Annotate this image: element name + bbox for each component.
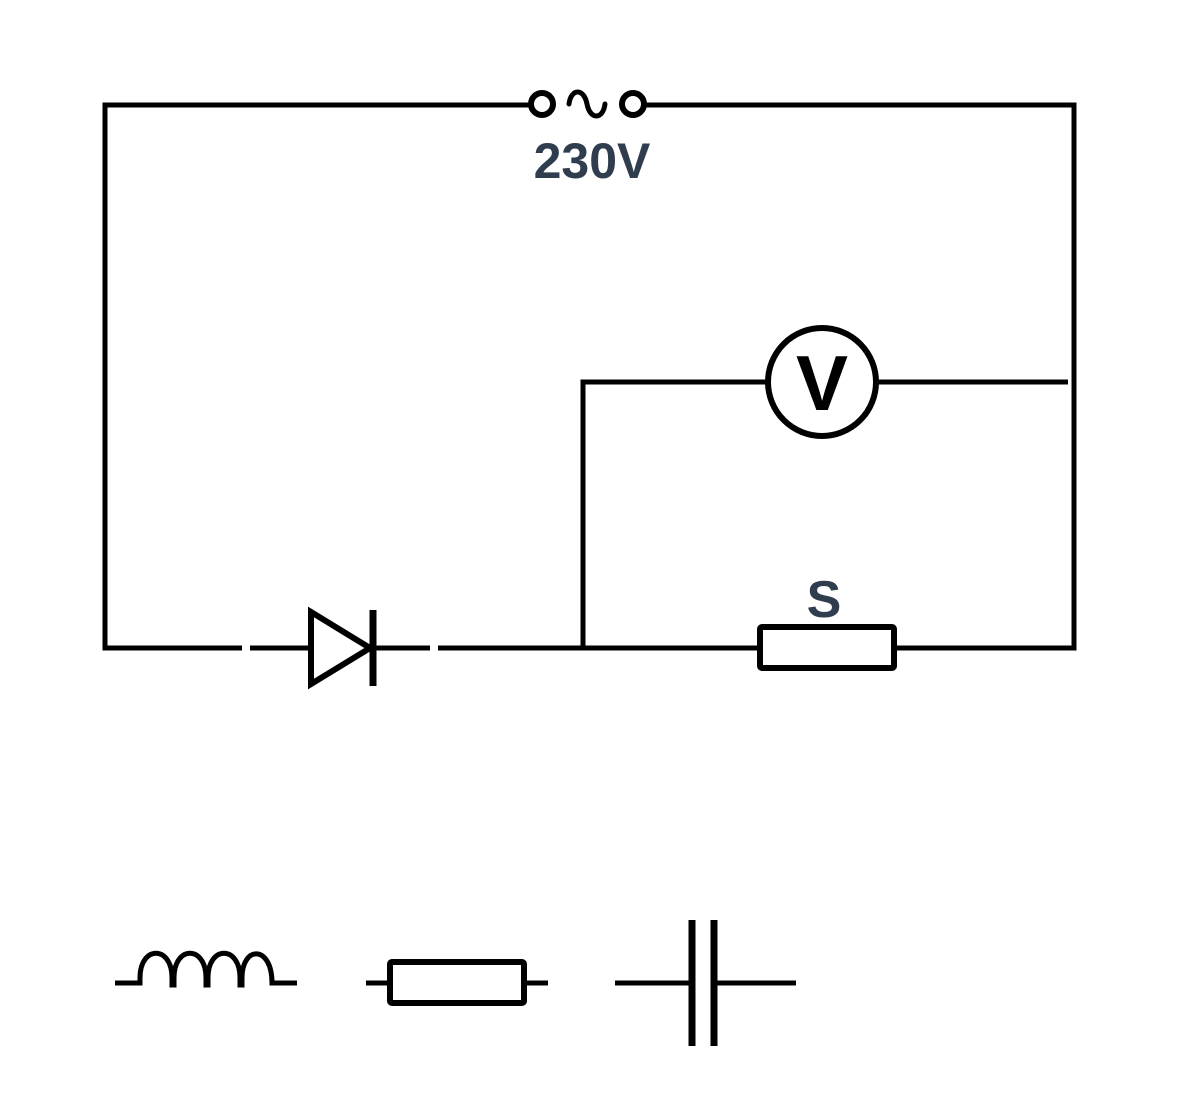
component-s: S (757, 571, 897, 671)
diode (308, 606, 377, 690)
voltmeter-circle (765, 325, 879, 439)
source-terminal-left (528, 90, 556, 118)
ac-source: 230V (528, 89, 651, 189)
capacitor-symbol (615, 920, 796, 1046)
ac-wave-icon (566, 89, 608, 119)
voltmeter-branch-left (580, 379, 767, 648)
resistor-box (387, 959, 527, 1006)
inductor-symbol (115, 950, 297, 988)
voltmeter: V (765, 325, 879, 439)
component-s-label: S (807, 571, 842, 629)
diode-triangle (308, 606, 376, 690)
component-s-box (757, 624, 897, 671)
top-wire-left (102, 102, 530, 651)
source-terminal-right (619, 90, 647, 118)
source-voltage-label: 230V (534, 133, 651, 189)
resistor-symbol (366, 959, 548, 1006)
main-circuit (102, 102, 1077, 651)
voltmeter-label: V (796, 339, 848, 427)
top-wire-right (646, 102, 1077, 651)
inductor-coil (115, 950, 297, 988)
candidate-symbols (115, 920, 796, 1046)
